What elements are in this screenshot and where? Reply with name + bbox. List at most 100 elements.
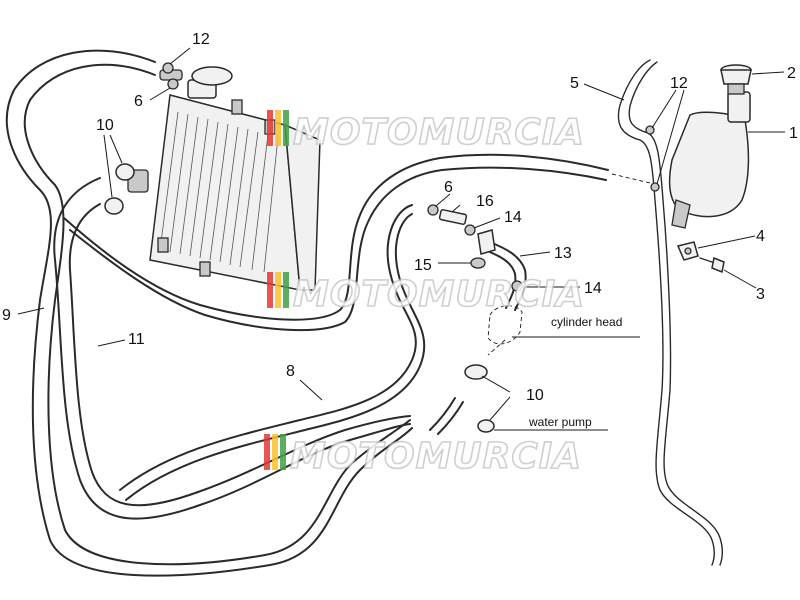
cap-body (720, 69, 752, 85)
radiator (127, 66, 321, 291)
clamp-10-c (464, 364, 488, 380)
callout-12-radiator: 12 (192, 31, 210, 48)
watermark-stripe-yellow (275, 272, 281, 308)
overflow-tube-5-inner (628, 61, 723, 566)
hose-8-inner (69, 166, 607, 332)
callout-1: 1 (789, 125, 798, 142)
watermark-text: MOTOMURCIA (290, 436, 582, 477)
watermark-text: MOTOMURCIA (293, 112, 585, 153)
watermark-stripe-red (267, 272, 273, 308)
assembly-line-tank (611, 173, 651, 184)
rubber-mount-hole (684, 247, 692, 255)
watermark-stripe-green (280, 434, 286, 470)
leader-9 (17, 307, 45, 315)
clamps (104, 62, 660, 433)
radiator-lug-1 (231, 99, 243, 115)
hose-13 (484, 239, 527, 311)
hose-9-inner (23, 63, 411, 566)
leader-4 (697, 235, 756, 249)
bolt-shank (699, 257, 713, 263)
overflow-tube-5 (617, 59, 715, 566)
cap-thread (727, 83, 745, 95)
callout-14-connector: 14 (504, 209, 522, 226)
clamp-12-d (650, 182, 660, 192)
pipe-fitting-16 (438, 209, 468, 225)
watermark-3: MOTOMURCIA (264, 434, 582, 478)
callout-11: 11 (128, 331, 145, 348)
water-pump-hose-inner (437, 401, 464, 435)
expansion-tank-body (668, 111, 750, 218)
hose-11 (53, 177, 411, 520)
hose-8 (63, 153, 609, 321)
callout-14-head: 14 (584, 280, 602, 297)
watermark-stripe-yellow (272, 434, 278, 470)
radiator-lug-3 (199, 261, 211, 277)
callout-12-tank: 12 (670, 75, 688, 92)
radiator-fins (159, 111, 279, 273)
hose-8-branch (119, 204, 417, 491)
label-water-pump: water pump (528, 415, 592, 429)
callout-8: 8 (286, 363, 295, 380)
water-pump-hose (429, 397, 456, 431)
leader-12b-1 (651, 89, 677, 129)
watermark-stripe-red (267, 110, 273, 146)
hose-8-branch-inner (125, 213, 426, 501)
radiator-side-tank (284, 123, 321, 291)
watermark-stripe-green (283, 110, 289, 146)
callout-9: 9 (2, 307, 11, 324)
t-connector-13 (477, 229, 496, 255)
leader-16 (451, 204, 461, 213)
callout-2: 2 (787, 65, 796, 82)
watermark-2: MOTOMURCIA (267, 272, 585, 316)
fitting-body (438, 209, 468, 225)
expansion-tank-cap-2 (720, 64, 752, 95)
label-cylinder-head: cylinder head (551, 315, 622, 329)
leader-13 (519, 251, 551, 257)
hose-11-inner (68, 203, 411, 507)
clamp-12-b (167, 78, 179, 90)
leader-6a (149, 87, 171, 101)
washer-15 (470, 257, 486, 269)
leader-12b-2 (656, 89, 685, 185)
callout-13: 13 (554, 245, 572, 262)
callout-10-radiator: 10 (96, 117, 114, 134)
leader-10b-2 (489, 396, 511, 421)
clamp-10-b (104, 197, 124, 215)
callout-10-pump: 10 (526, 387, 544, 404)
watermark-text: MOTOMURCIA (293, 274, 585, 315)
cylinder-head-outlet (487, 305, 523, 345)
clamp-6 (427, 204, 439, 216)
clamp-14-b (511, 280, 523, 292)
callout-5: 5 (570, 75, 579, 92)
leader-11 (97, 339, 126, 347)
cylinder-head-pipe (487, 339, 506, 356)
clamp-12-a (162, 62, 174, 74)
radiator-cap (191, 66, 233, 86)
watermark-stripe-red (264, 434, 270, 470)
leader-5 (583, 83, 625, 101)
watermark-stripe-green (283, 272, 289, 308)
hose-9 (5, 49, 413, 577)
leader-14a (473, 217, 501, 229)
radiator-lug-4 (157, 237, 169, 253)
leader-3 (723, 269, 757, 289)
hose-group (5, 49, 723, 577)
callout-labels: 12 6 10 9 11 8 6 16 14 13 15 14 10 5 12 … (2, 31, 798, 404)
leader-8 (299, 379, 323, 401)
leader-10a-1 (109, 134, 123, 164)
leader-2 (751, 71, 785, 75)
hose-13-inner (484, 249, 517, 309)
leader-lines (17, 47, 785, 431)
clamp-10-a (115, 163, 135, 181)
leader-10a-2 (103, 134, 113, 198)
clamp-10-d (477, 419, 495, 433)
callout-15: 15 (414, 257, 432, 274)
clamp-14-a (464, 224, 476, 236)
bolt-3 (699, 256, 725, 274)
callout-6-radiator: 6 (134, 93, 143, 110)
callout-16: 16 (476, 193, 494, 210)
callout-4: 4 (756, 228, 765, 245)
callout-3: 3 (756, 286, 765, 303)
